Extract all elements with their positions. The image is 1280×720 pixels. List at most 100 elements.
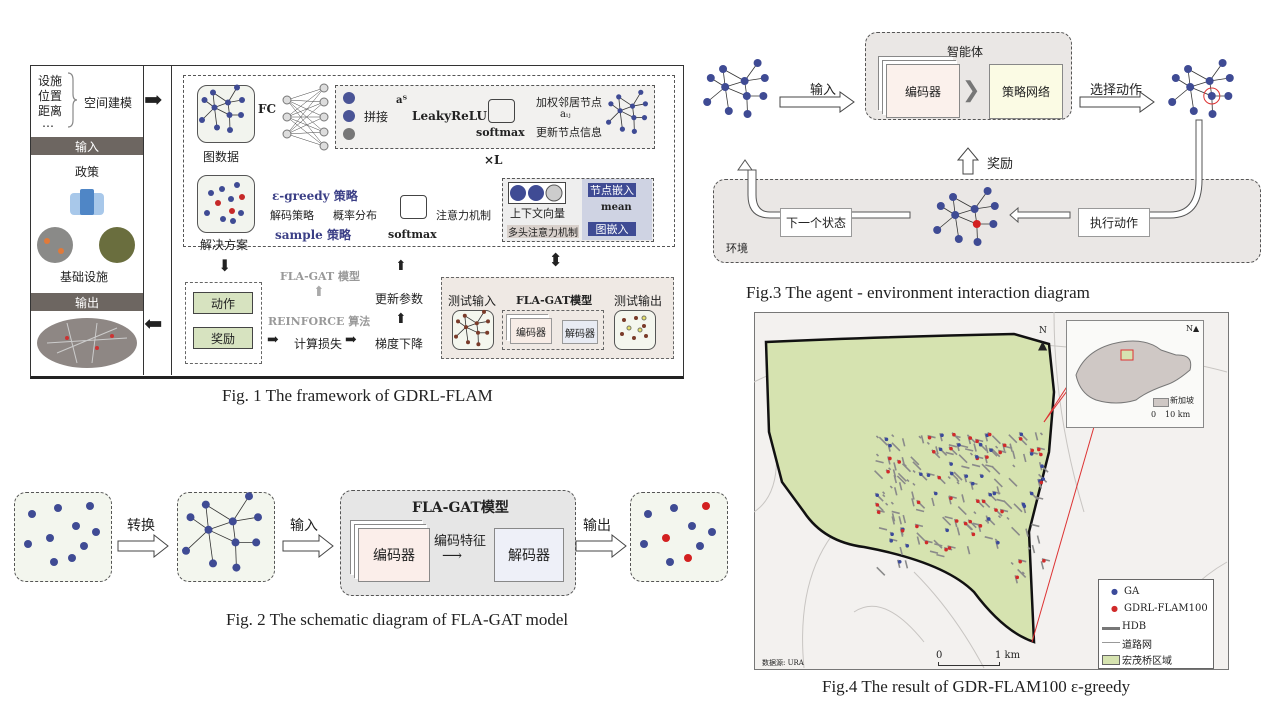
- hdb-block: [885, 502, 889, 506]
- legend-ga-dot: ●: [1111, 587, 1118, 596]
- inset-legend-swatch: [1153, 398, 1169, 407]
- select-action-label: 选择动作: [1090, 83, 1143, 98]
- encoder-box: 编码器: [510, 318, 552, 344]
- hdb-block: [896, 475, 906, 485]
- hdb-block: [1017, 568, 1027, 578]
- convert-label: 转换: [127, 518, 155, 534]
- gdrl-point: [1042, 559, 1046, 563]
- hdb-block: [1011, 526, 1021, 536]
- hdb-block: [958, 454, 968, 464]
- fig1-left-panel: [30, 65, 144, 375]
- graph-node: [486, 319, 490, 324]
- map-canvas: [753, 311, 1228, 669]
- hdb-block: [996, 498, 1005, 503]
- ga-point: [875, 493, 879, 497]
- legend-road-label: 道路网: [1122, 640, 1152, 651]
- fc-network-icon: [282, 83, 329, 151]
- graph-node: [631, 128, 637, 134]
- fc-edge: [286, 116, 325, 133]
- arrow-up-gray-icon: ⬆: [313, 284, 325, 300]
- compute-loss-label: 计算损失: [294, 337, 343, 351]
- sample-strategy-label: sample 策略: [275, 228, 351, 242]
- graph-node: [719, 65, 728, 73]
- legend-region-label: 宏茂桥区域: [1122, 656, 1172, 667]
- hdb-block: [911, 491, 915, 500]
- execute-action-box: 执行动作: [1078, 208, 1150, 237]
- hdb-block: [981, 463, 991, 473]
- arrow-right-icon: [117, 533, 169, 559]
- graph-node: [485, 330, 490, 335]
- graph-node: [1168, 98, 1177, 106]
- feature-nodes-icon: [343, 92, 355, 140]
- ga-point: [1022, 504, 1027, 509]
- hdb-block: [1009, 443, 1013, 452]
- decoder-box: 解码器: [562, 320, 598, 344]
- graph-node: [226, 112, 233, 118]
- graph-edge: [465, 326, 479, 334]
- hdb-block: [912, 482, 916, 486]
- hdb-block: [1036, 535, 1041, 544]
- encoder-box: 编码器: [886, 64, 960, 118]
- graph-node: [753, 59, 762, 67]
- softmax-label: softmax: [388, 228, 437, 241]
- egreedy-strategy-label: ε-greedy 策略: [272, 189, 358, 203]
- hdb-block: [1003, 500, 1013, 510]
- graph-node: [949, 193, 958, 201]
- ga-point: [980, 474, 984, 478]
- graph-node: [482, 309, 486, 314]
- graph-node: [254, 513, 262, 522]
- graph-node: [232, 563, 241, 572]
- graph-edge: [465, 327, 469, 343]
- fc-neuron: [282, 95, 292, 105]
- graph-node: [210, 89, 216, 96]
- legend-gdrl-dot: ●: [1111, 604, 1118, 613]
- graph-node: [462, 313, 467, 318]
- fc-label: FC: [258, 102, 277, 116]
- graph-edge: [232, 495, 250, 522]
- gdrl-point: [886, 469, 890, 474]
- test-model-panel: [502, 310, 604, 350]
- gat-dashed-panel: [183, 75, 675, 247]
- mean-label: mean: [601, 202, 632, 213]
- solution-label: 解决方案: [200, 238, 249, 252]
- ga-point: [940, 433, 944, 438]
- hdb-block: [961, 494, 965, 503]
- hdb-block: [897, 472, 907, 482]
- hdb-block: [875, 453, 880, 457]
- hdb-block: [1013, 503, 1023, 513]
- gdrl-point: [975, 439, 979, 444]
- attention-mechanism-label: 注意力机制: [436, 209, 491, 222]
- graph-node: [951, 211, 960, 219]
- graph-node: [476, 330, 480, 335]
- arrow-up-icon: [956, 147, 980, 175]
- graph-node: [983, 187, 992, 195]
- gdrl-point: [952, 432, 956, 437]
- graph-node: [201, 97, 208, 103]
- hdb-block: [903, 463, 907, 468]
- graph-edge: [608, 110, 621, 123]
- input-label: 输入: [290, 518, 318, 534]
- test-output-points-icon: [620, 315, 648, 340]
- brace-icon: [67, 72, 78, 128]
- hdb-block: [991, 435, 1001, 445]
- hdb-block: [969, 452, 973, 456]
- policy-network-box: 策略网络: [989, 64, 1063, 119]
- hdb-block: [891, 442, 901, 452]
- hdb-block: [878, 527, 888, 531]
- ga-point: [905, 543, 910, 548]
- gdrl-point: [1036, 447, 1041, 452]
- graph-edge: [724, 86, 730, 112]
- hdb-block: [1040, 561, 1045, 570]
- update-node-label: 更新节点信息: [536, 126, 602, 139]
- gdrl-point: [937, 475, 942, 480]
- graph-node: [724, 107, 733, 115]
- hdb-block: [1022, 453, 1027, 463]
- fc-edge: [286, 87, 325, 101]
- hdb-block: [882, 494, 886, 498]
- hdb-block: [973, 511, 977, 515]
- graph-node: [743, 110, 752, 118]
- hdb-block: [984, 444, 989, 454]
- ga-point: [1029, 491, 1034, 496]
- fig2-result-box: [630, 492, 728, 582]
- gdrl-point: [947, 546, 952, 550]
